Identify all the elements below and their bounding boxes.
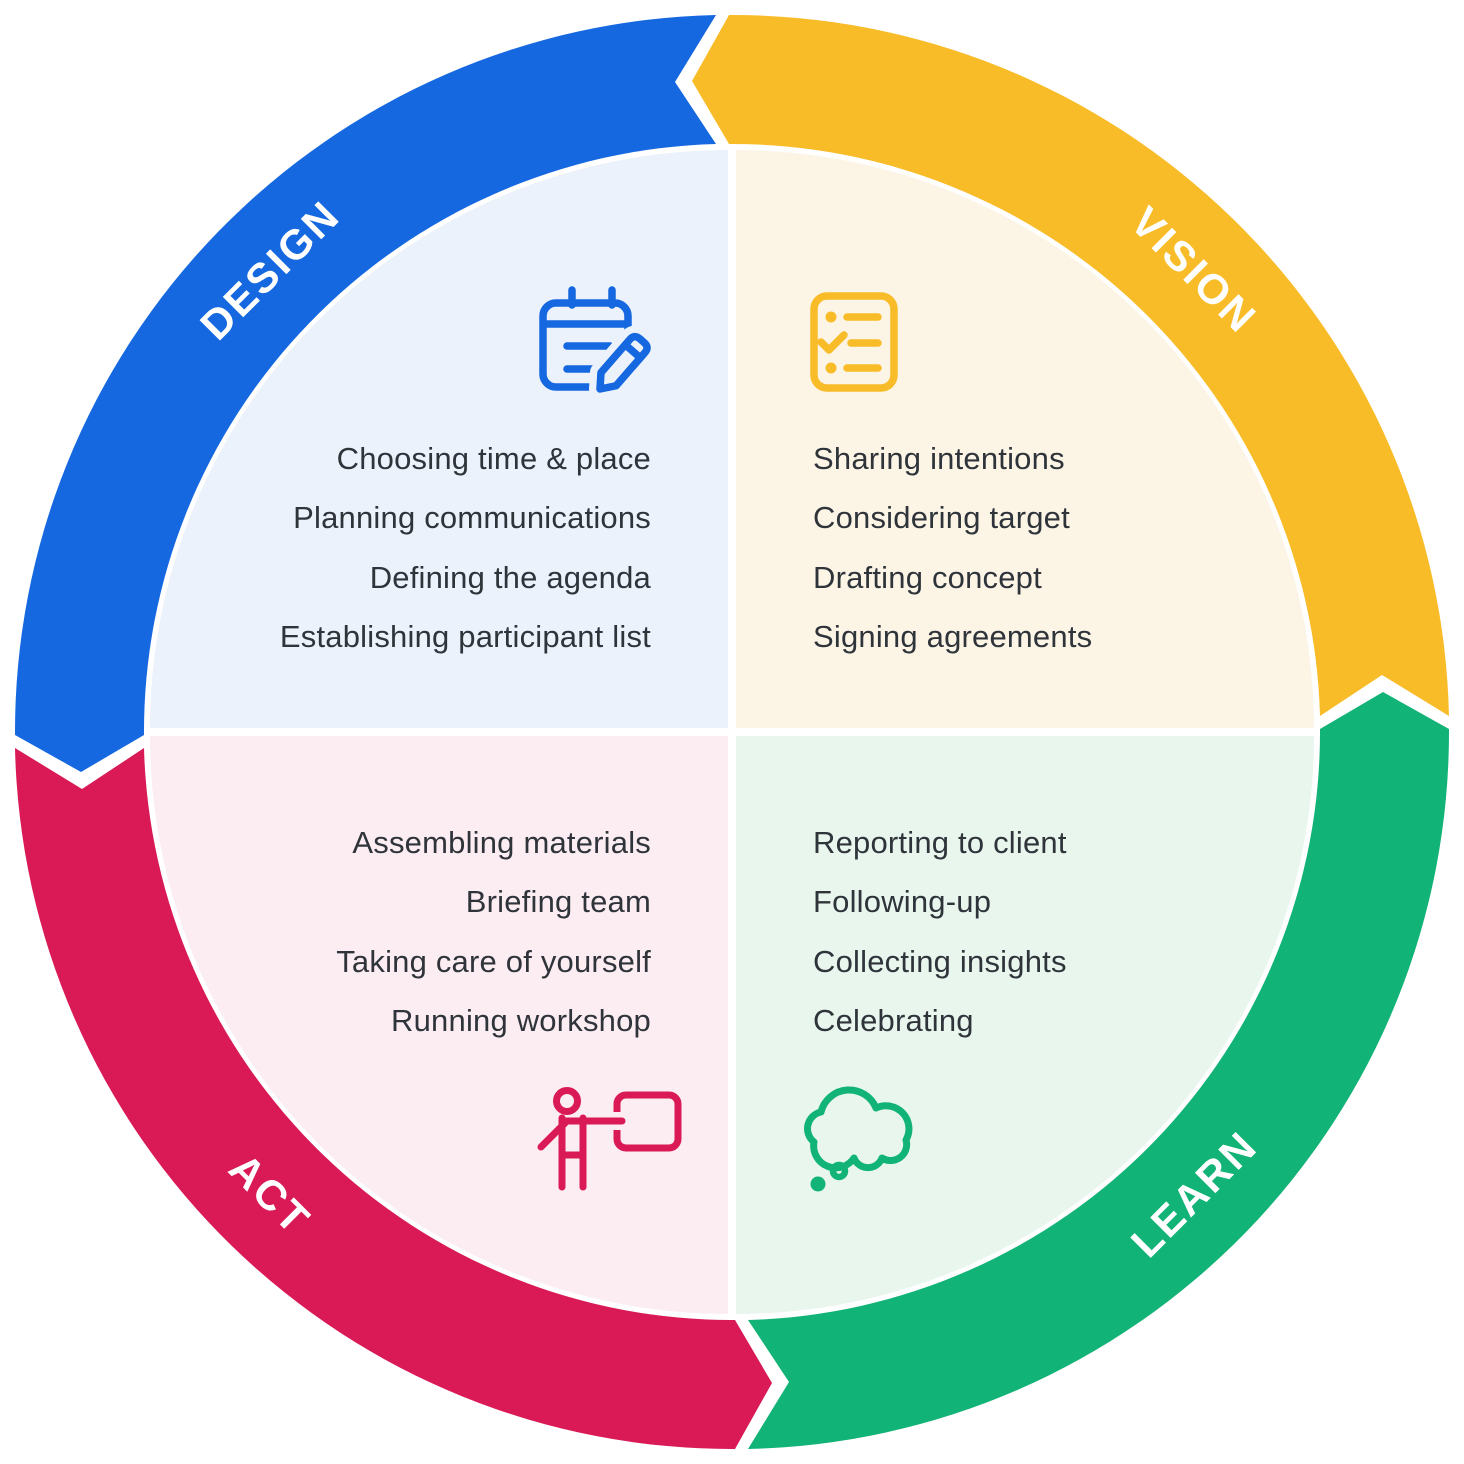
design-item: Defining the agenda — [370, 560, 652, 595]
design-quadrant-bg — [150, 150, 728, 728]
act-items: Assembling materials Briefing team Takin… — [336, 825, 651, 1038]
design-ring-segment — [14, 15, 716, 772]
design-item: Planning communications — [293, 500, 651, 535]
thought-dot — [810, 1176, 826, 1192]
learn-item: Celebrating — [813, 1003, 974, 1038]
learn-item: Following-up — [813, 884, 991, 919]
vision-items: Sharing intentions Considering target Dr… — [813, 441, 1092, 654]
vision-item: Drafting concept — [813, 560, 1042, 595]
act-item: Briefing team — [466, 884, 651, 919]
design-item: Establishing participant list — [280, 619, 651, 654]
act-item: Taking care of yourself — [336, 944, 651, 979]
vision-item: Sharing intentions — [813, 441, 1065, 476]
notepad-pencil-icon — [539, 286, 659, 400]
learn-items: Reporting to client Following-up Collect… — [813, 825, 1067, 1038]
learn-ring-segment — [748, 692, 1450, 1449]
design-item: Choosing time & place — [337, 441, 651, 476]
act-item: Running workshop — [391, 1003, 651, 1038]
thought-bubble-icon — [804, 1086, 913, 1192]
act-ring-segment — [15, 748, 772, 1450]
checklist-icon — [810, 292, 898, 392]
checklist-dot — [825, 362, 837, 374]
learn-quadrant-bg — [736, 736, 1314, 1314]
learn-item: Reporting to client — [813, 825, 1067, 860]
design-items: Choosing time & place Planning communica… — [280, 441, 652, 654]
vision-item: Considering target — [813, 500, 1070, 535]
learn-item: Collecting insights — [813, 944, 1067, 979]
checklist-dot — [825, 311, 837, 323]
vision-item: Signing agreements — [813, 619, 1092, 654]
vision-ring-segment — [692, 14, 1449, 716]
presenter-board-icon — [537, 1087, 682, 1191]
act-item: Assembling materials — [352, 825, 651, 860]
